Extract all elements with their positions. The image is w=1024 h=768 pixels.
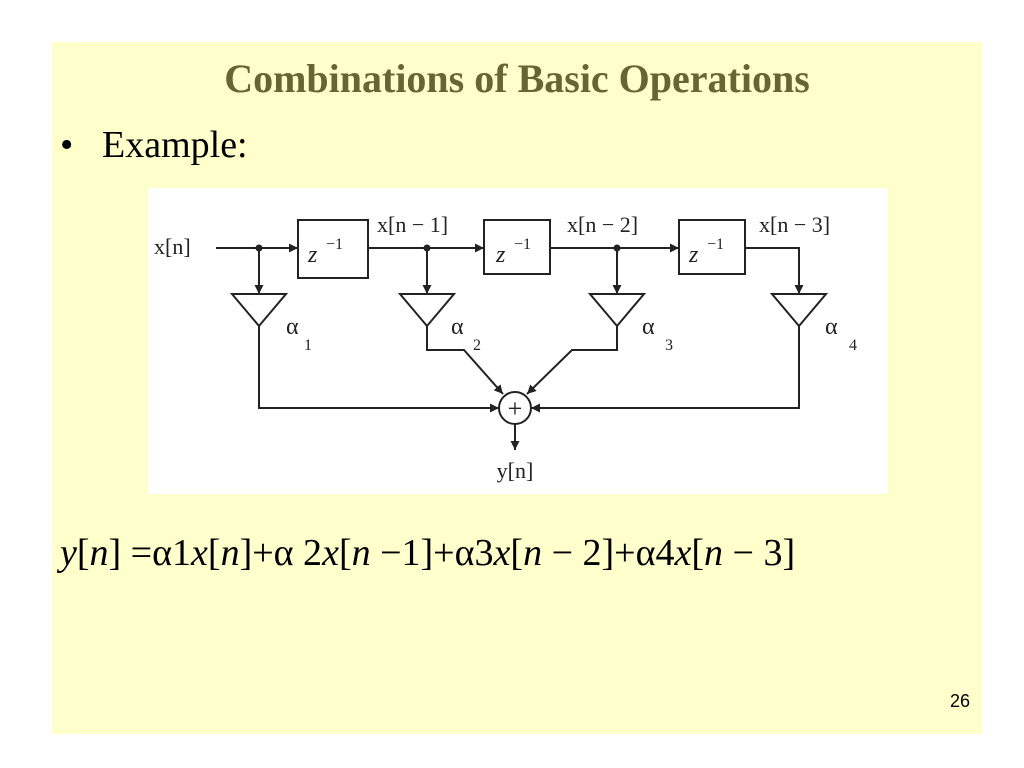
eq-text: −1]+α3 bbox=[370, 532, 494, 574]
equation: y[n] =α1x[n]+α 2x[n −1]+α3x[n − 2]+α4x[n… bbox=[60, 532, 796, 574]
gain-label-4-subscript: 4 bbox=[849, 337, 857, 354]
eq-var: n bbox=[220, 532, 240, 574]
bullet-item: • Example: bbox=[60, 122, 248, 168]
delay-z-label: z bbox=[688, 242, 699, 268]
tap-label-2: x[n − 2] bbox=[567, 212, 638, 237]
gain-triangle-2 bbox=[397, 293, 457, 328]
gain-triangle-1 bbox=[229, 293, 289, 328]
eq-text: − 2]+α4 bbox=[542, 532, 675, 574]
delay-block-2: z −1 bbox=[483, 219, 551, 275]
sum-line-2 bbox=[426, 326, 504, 395]
page-number: 26 bbox=[949, 691, 970, 711]
diagram-panel: x[n] z −1 z −1 bbox=[148, 188, 888, 494]
delay-exponent: −1 bbox=[707, 236, 724, 253]
gain-label-3-symbol: α bbox=[642, 314, 655, 340]
sum-line-3 bbox=[526, 326, 618, 395]
delay-block-1: z −1 bbox=[297, 219, 369, 279]
sum-line-1 bbox=[258, 326, 499, 413]
eq-text: ] =α1 bbox=[108, 532, 192, 574]
eq-var: n bbox=[351, 532, 371, 574]
delay-z-label: z bbox=[495, 242, 506, 268]
tap-label-3: x[n − 3] bbox=[759, 212, 830, 237]
adder-plus-icon: + bbox=[508, 394, 523, 423]
block-diagram: x[n] z −1 z −1 bbox=[154, 212, 857, 483]
adder: + bbox=[498, 391, 532, 425]
input-label: x[n] bbox=[154, 234, 191, 259]
eq-text: ]+α 2 bbox=[239, 532, 323, 574]
slide-title: Combinations of Basic Operations bbox=[224, 56, 810, 101]
delay-exponent: −1 bbox=[514, 236, 531, 253]
eq-var: x bbox=[322, 532, 339, 574]
bullet-dot-icon: • bbox=[60, 124, 74, 166]
eq-var: x bbox=[191, 532, 208, 574]
gain-triangle-4 bbox=[769, 293, 829, 328]
output-label: y[n] bbox=[497, 458, 534, 483]
gain-label-4-symbol: α bbox=[825, 314, 838, 340]
gain-triangle-3 bbox=[587, 293, 647, 328]
gain-label-2-subscript: 2 bbox=[473, 337, 481, 354]
delay-exponent: −1 bbox=[326, 236, 343, 253]
delay-z-label: z bbox=[307, 242, 318, 268]
gain-label-1-subscript: 1 bbox=[304, 337, 312, 354]
signal-line-tap3 bbox=[745, 247, 804, 294]
tap-label-1: x[n − 1] bbox=[377, 212, 448, 237]
eq-var: x bbox=[674, 532, 692, 574]
eq-var: n bbox=[89, 532, 109, 574]
sum-line-4 bbox=[531, 326, 800, 413]
delay-block-3: z −1 bbox=[678, 219, 746, 275]
bullet-text: Example: bbox=[102, 124, 248, 166]
slide: Combinations of Basic Operations • Exampl… bbox=[52, 42, 982, 734]
eq-var: n bbox=[704, 532, 724, 574]
eq-var: x bbox=[493, 532, 511, 574]
gain-label-3-subscript: 3 bbox=[665, 337, 673, 354]
eq-var: y bbox=[60, 532, 77, 574]
gain-label-1-symbol: α bbox=[286, 314, 299, 340]
gain-label-2-symbol: α bbox=[451, 314, 464, 340]
eq-text: − 3] bbox=[723, 532, 796, 574]
eq-var: n bbox=[523, 532, 543, 574]
